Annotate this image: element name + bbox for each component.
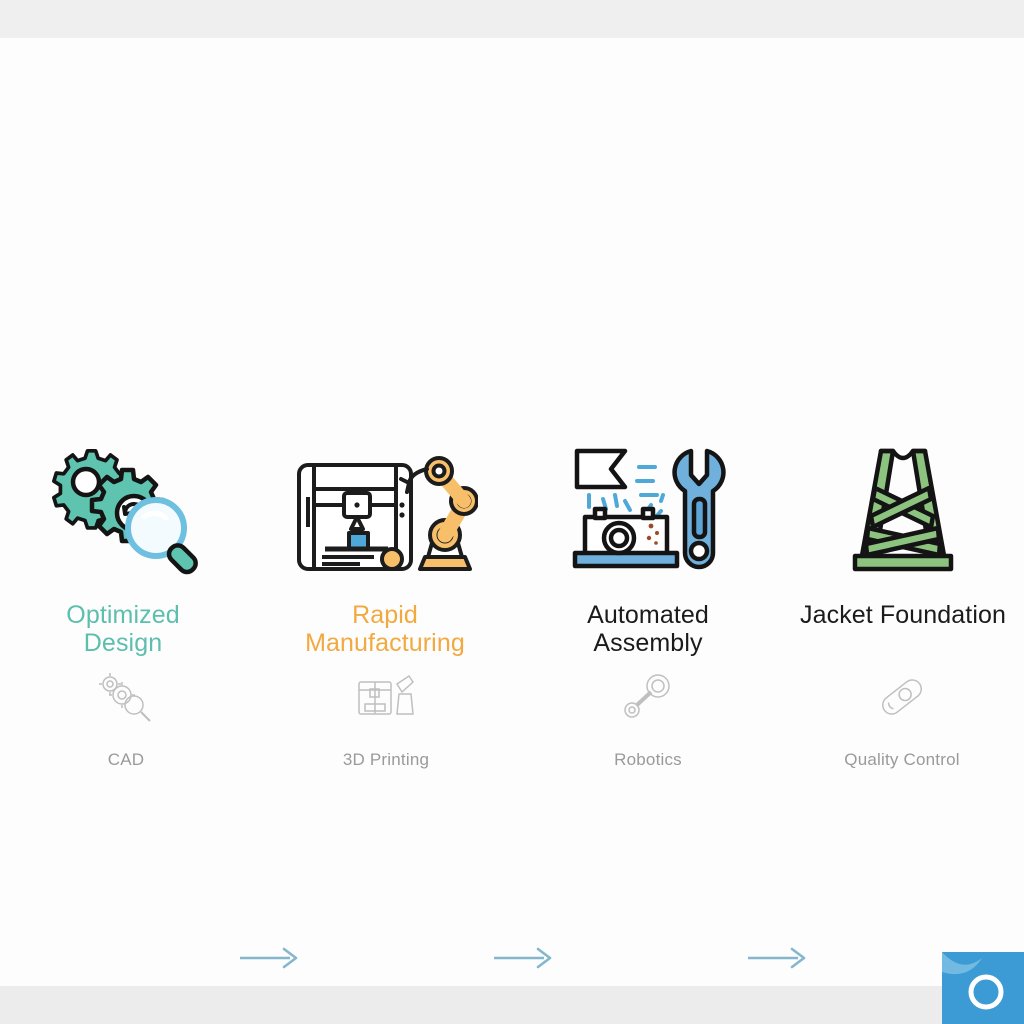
flow-step-rapid-manufacturing[interactable]: Rapid Manufacturing <box>270 440 500 657</box>
sub-item-label: Robotics <box>614 750 682 769</box>
camera-wrench-flag-icon <box>533 440 763 575</box>
arrow-right-icon <box>240 945 302 971</box>
sub-item-cad[interactable]: CAD <box>26 668 226 770</box>
jacket-foundation-lattice-icon <box>788 440 1018 575</box>
flow-step-optimized-design[interactable]: Optimized Design <box>8 440 238 657</box>
flow-step-jacket-foundation[interactable]: Jacket Foundation <box>788 440 1018 629</box>
3d-printer-outline-icon <box>286 668 486 726</box>
flow-step-label-line2: Design <box>83 629 163 657</box>
arrow-right-icon <box>748 945 810 971</box>
page-bottom-band <box>0 986 1024 1024</box>
gears-magnifier-icon <box>8 440 238 575</box>
flow-step-label-line1: Rapid <box>352 601 418 629</box>
flow-step-label: Automated Assembly <box>533 601 763 657</box>
robot-joint-outline-icon <box>548 668 748 726</box>
flow-step-label-line1: Optimized <box>66 601 180 629</box>
flow-step-label-line1: Jacket Foundation <box>800 601 1006 629</box>
arrow-right-icon <box>494 945 556 971</box>
flow-step-label-line1: Automated <box>587 601 709 629</box>
sub-item-label: CAD <box>107 750 145 769</box>
sub-item-label: 3D Printing <box>342 750 430 769</box>
flow-step-automated-assembly[interactable]: Automated Assembly <box>533 440 763 657</box>
flow-step-label: Optimized Design <box>8 601 238 657</box>
3d-printer-robot-arm-icon <box>270 440 500 575</box>
sub-item-3d-printing[interactable]: 3D Printing <box>286 668 486 770</box>
sub-capability-row: CAD 3D Printing <box>0 668 1024 778</box>
page-top-band <box>0 0 1024 38</box>
flow-step-label: Jacket Foundation <box>788 601 1018 629</box>
flow-step-label-line2: Manufacturing <box>305 629 465 657</box>
gears-magnifier-outline-icon <box>26 668 226 726</box>
sub-item-robotics[interactable]: Robotics <box>548 668 748 770</box>
sub-item-quality-control[interactable]: Quality Control <box>802 668 1002 770</box>
sub-item-label: Quality Control <box>844 750 960 769</box>
process-flow-row: Optimized Design <box>0 440 1024 969</box>
flow-step-label: Rapid Manufacturing <box>270 601 500 657</box>
inspection-tool-outline-icon <box>802 668 1002 726</box>
watermark-badge-icon <box>942 952 1024 1024</box>
flow-step-label-line2: Assembly <box>593 629 703 657</box>
